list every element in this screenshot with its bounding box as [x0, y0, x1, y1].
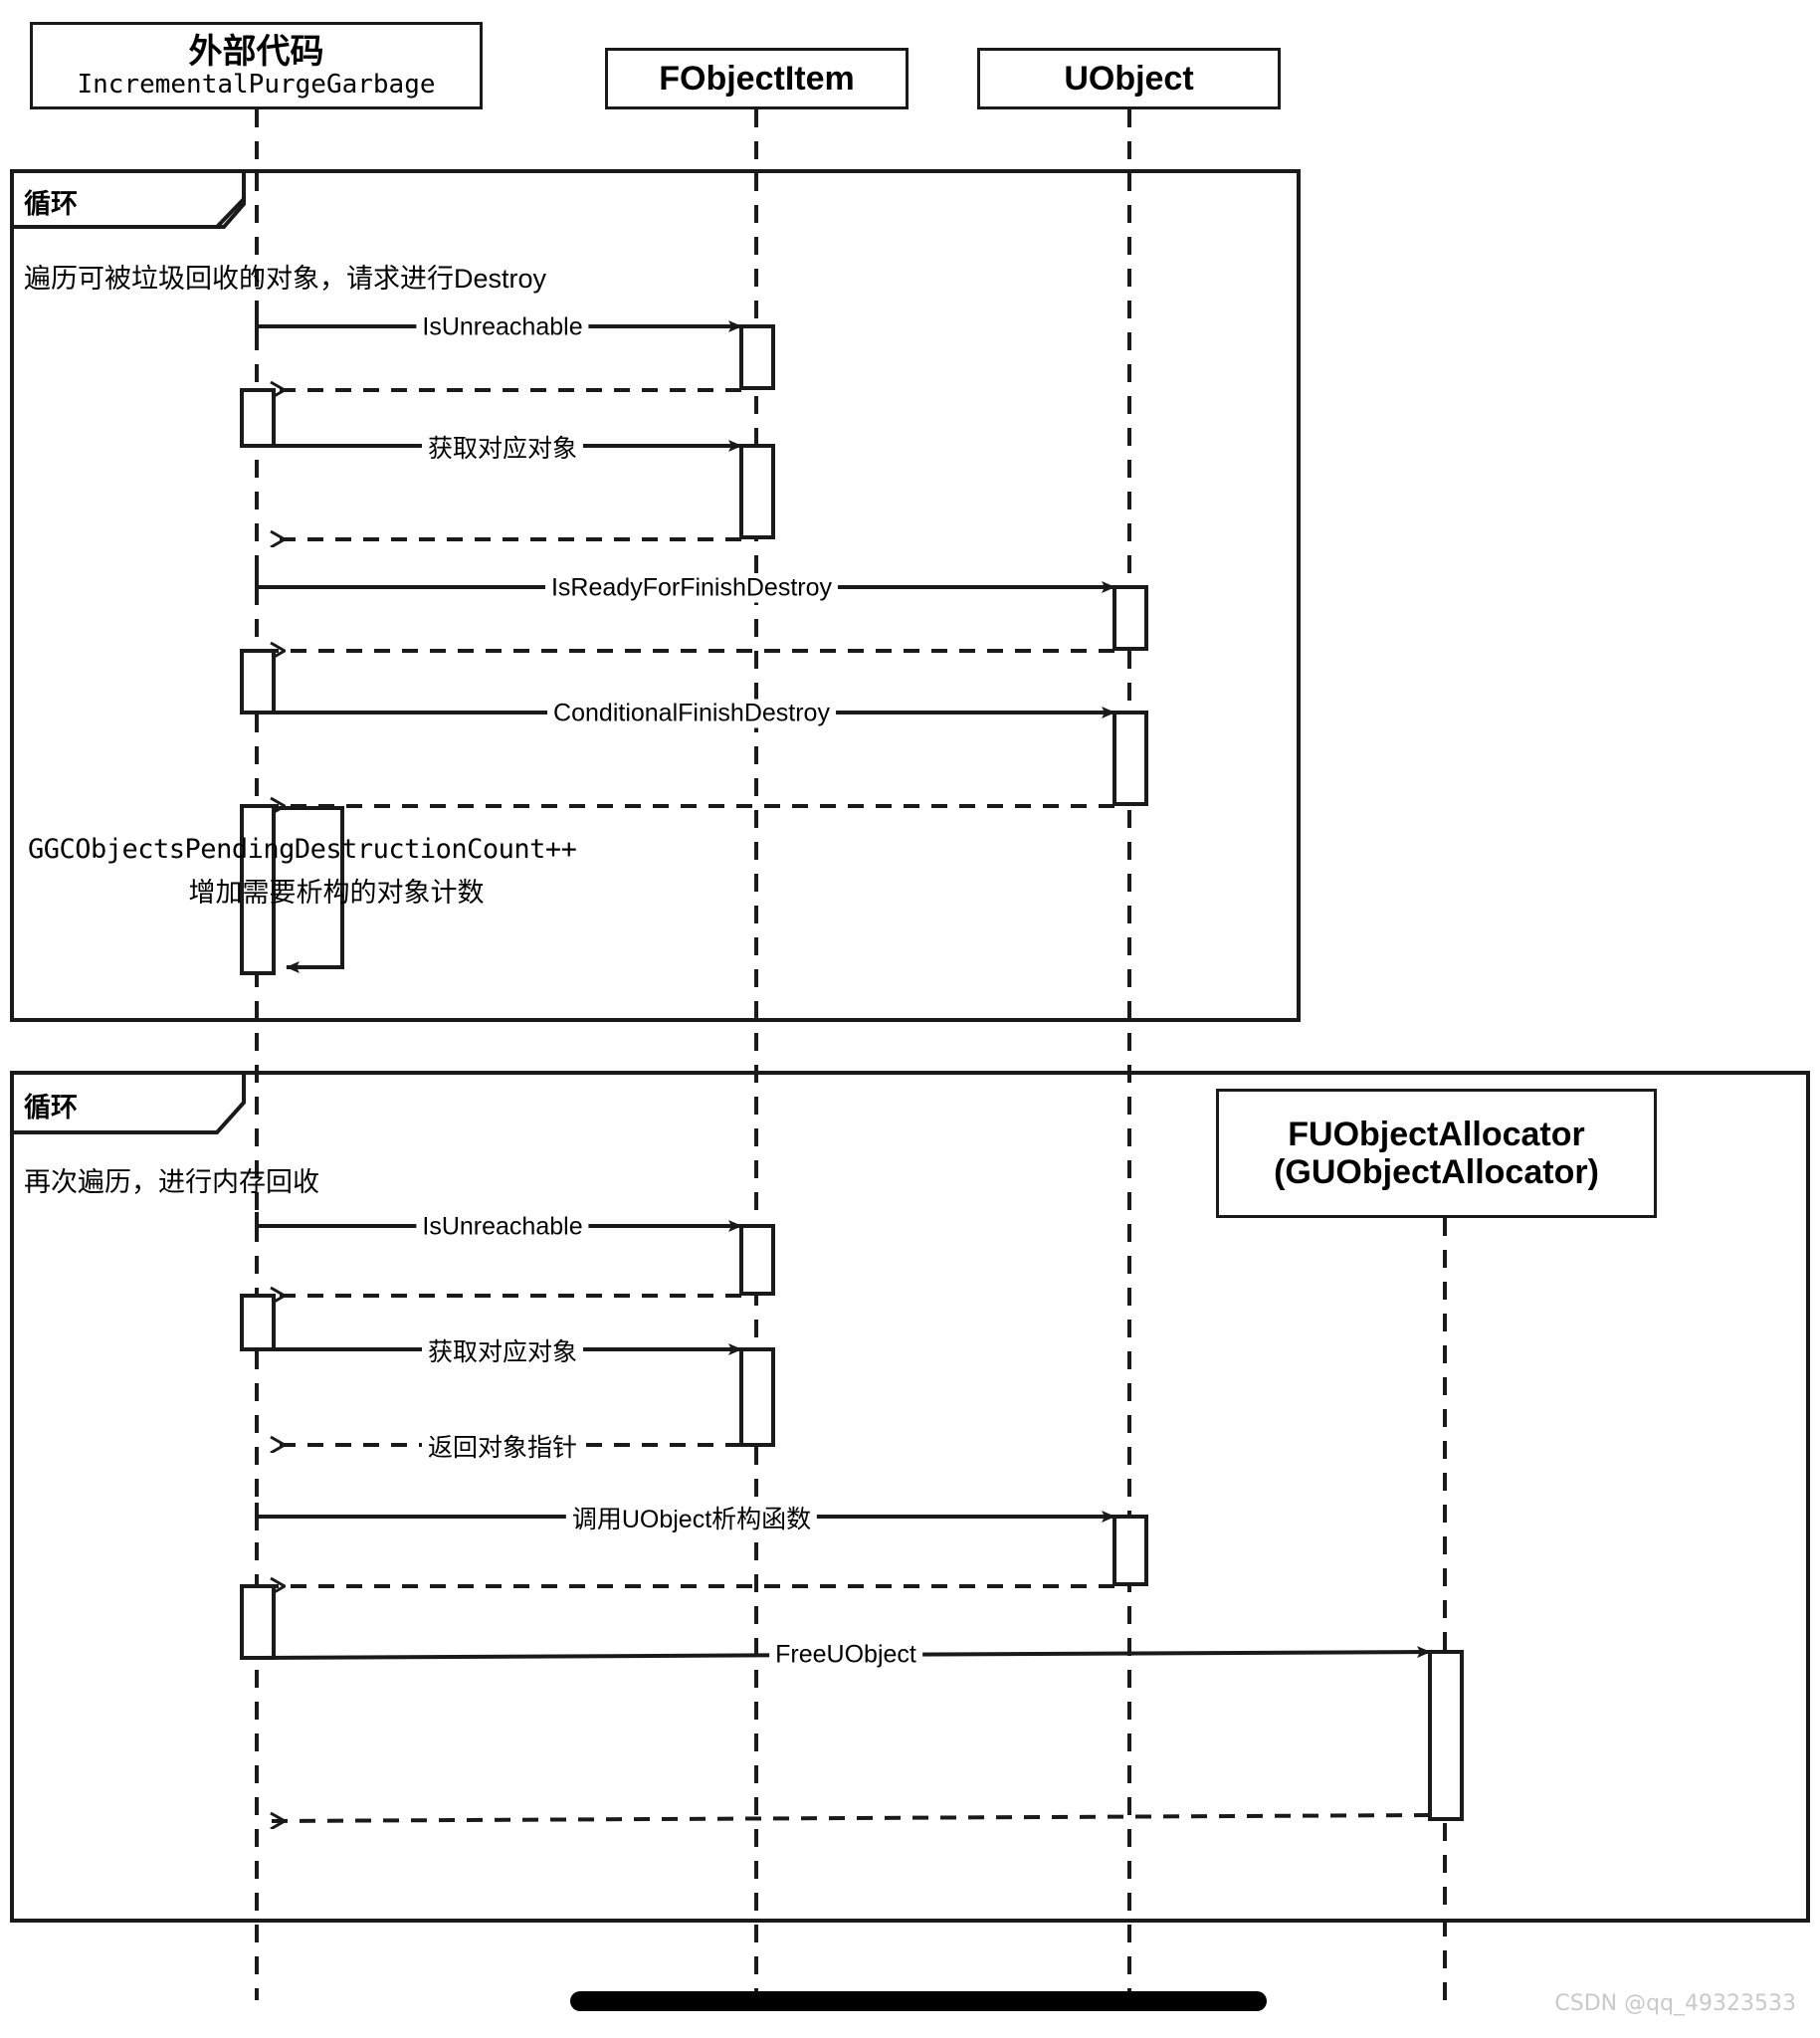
participant-external[interactable]: 外部代码 IncrementalPurgeGarbage: [30, 22, 483, 109]
csdn-watermark: CSDN @qq_49323533: [1554, 1991, 1796, 2016]
message-label-calldestructor: 调用UObject析构函数: [565, 1500, 818, 1535]
destroy-terminator-bar: [570, 1991, 1267, 2011]
frame-loop1-note: 遍历可被垃圾回收的对象，请求进行Destroy: [24, 264, 547, 294]
message-label-isunreachable-1: IsUnreachable: [416, 312, 589, 342]
frame-loop2-note: 再次遍历，进行内存回收: [24, 1167, 319, 1197]
activation-external-self: [240, 804, 276, 975]
activation-fobjectitem-1: [739, 324, 775, 390]
activation-external-1: [240, 388, 276, 448]
frame-loop2-label: 循环: [24, 1093, 78, 1122]
participant-allocator-title: FUObjectAllocator: [1288, 1115, 1585, 1153]
participant-fobjectitem[interactable]: FObjectItem: [605, 48, 909, 109]
activation-allocator-1: [1428, 1650, 1464, 1821]
participant-external-subtitle: IncrementalPurgeGarbage: [77, 69, 436, 100]
lifelines: [255, 109, 1447, 2000]
activation-fobjectitem-2: [739, 444, 775, 539]
activation-uobject-2: [1112, 711, 1148, 806]
participant-allocator[interactable]: FUObjectAllocator (GUObjectAllocator): [1216, 1089, 1657, 1218]
participant-uobject-title: UObject: [1064, 59, 1194, 98]
message-label-freeuobject: FreeUObject: [769, 1640, 922, 1670]
participant-fobjectitem-title: FObjectItem: [659, 59, 855, 98]
activation-uobject-1: [1112, 585, 1148, 651]
activation-external-4: [240, 1584, 276, 1660]
activation-uobject-3: [1112, 1515, 1148, 1586]
message-label-getobject-2: 获取对应对象: [421, 1332, 584, 1368]
self-message-note-line1: GGCObjectsPendingDestructionCount++: [28, 834, 577, 865]
activation-fobjectitem-3: [739, 1224, 775, 1296]
self-message-note: GGCObjectsPendingDestructionCount++ 增加需要…: [28, 834, 645, 910]
self-message-note-line2: 增加需要析构的对象计数: [188, 878, 485, 908]
message-label-isreadyforfinishdestroy: IsReadyForFinishDestroy: [544, 573, 839, 603]
participant-allocator-subtitle: (GUObjectAllocator): [1274, 1153, 1599, 1191]
frame-loop2: [10, 1071, 1810, 1923]
frame-loop2-tag: [12, 1073, 246, 1134]
activation-external-3: [240, 1294, 276, 1351]
message-label-returnpointer: 返回对象指针: [421, 1428, 584, 1464]
participant-external-title: 外部代码: [188, 32, 324, 71]
message-self-gccount: [274, 806, 344, 973]
message-label-isunreachable-2: IsUnreachable: [416, 1212, 589, 1242]
activation-fobjectitem-4: [739, 1347, 775, 1447]
participant-uobject[interactable]: UObject: [977, 48, 1281, 109]
message-label-conditionalfinishdestroy: ConditionalFinishDestroy: [547, 699, 836, 728]
message-return-7: [271, 1815, 1431, 1821]
message-label-getobject-1: 获取对应对象: [421, 429, 584, 465]
frame-loop1-label: 循环: [24, 189, 78, 219]
activation-external-2: [240, 649, 276, 714]
frame-loop1-tag: [12, 171, 246, 229]
